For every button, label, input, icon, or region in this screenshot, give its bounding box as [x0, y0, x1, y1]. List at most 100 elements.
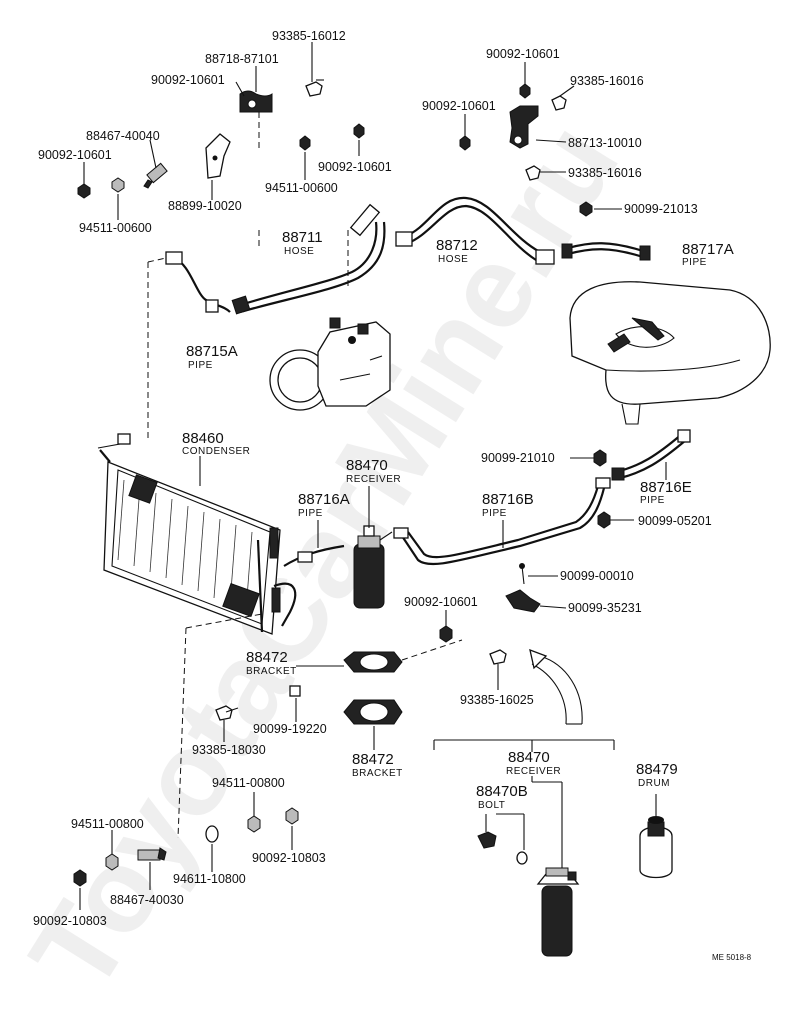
pipe-88716e — [611, 429, 691, 481]
label-88472-a: 88472 — [246, 649, 288, 666]
condenser-88460 — [97, 433, 281, 635]
label-93385-16016-a: 93385-16016 — [570, 74, 644, 88]
label-88717a: 88717A — [682, 241, 734, 258]
label-88470-bottom-sub: RECEIVER — [506, 766, 561, 777]
label-88717a-sub: PIPE — [682, 257, 707, 268]
nut-90092-10601-bracket — [439, 625, 453, 643]
clamp-90099-35231 — [505, 589, 541, 613]
bolt-93385-16016-lower — [525, 165, 541, 181]
label-88470b-sub: BOLT — [478, 800, 505, 811]
bolt-93385-16025 — [489, 649, 507, 665]
nut-94511-00600-left — [111, 177, 125, 193]
label-90099-21013: 90099-21013 — [624, 202, 698, 216]
label-88479: 88479 — [636, 761, 678, 778]
compressor — [269, 317, 391, 411]
label-90092-10803-b: 90092-10803 — [33, 914, 107, 928]
pipe-88716a — [273, 544, 345, 627]
label-94511-00800-b: 94511-00800 — [71, 817, 144, 831]
bolt-93385-16012 — [305, 79, 324, 97]
hose-88712 — [395, 196, 555, 265]
receiver-88470-kit — [536, 867, 580, 957]
label-90092-10803-a: 90092-10803 — [252, 851, 326, 865]
label-93385-18030: 93385-18030 — [192, 743, 266, 757]
label-88460: 88460 — [182, 430, 224, 447]
label-90092-10601-d: 90092-10601 — [486, 47, 560, 61]
label-88711: 88711 — [282, 229, 323, 246]
label-90092-10601-a: 90092-10601 — [151, 73, 225, 87]
clamp-88718-87101 — [239, 90, 273, 113]
label-94511-00600-b: 94511-00600 — [79, 221, 152, 235]
label-88712-sub: HOSE — [438, 254, 468, 265]
label-88718-87101: 88718-87101 — [205, 52, 279, 66]
label-88470-bottom: 88470 — [508, 749, 550, 766]
label-90092-10601-b: 90092-10601 — [38, 148, 112, 162]
label-88460-sub: CONDENSER — [182, 446, 250, 457]
hose-88711 — [231, 203, 386, 315]
cap-90099-19220 — [289, 685, 301, 697]
switch-88467-40040 — [143, 162, 168, 189]
label-90099-05201: 90099-05201 — [638, 514, 712, 528]
label-88716a-sub: PIPE — [298, 508, 323, 519]
bracket-88472-upper — [343, 651, 403, 673]
nut-90092-10601-top-right — [519, 83, 531, 99]
label-88711-sub: HOSE — [284, 246, 314, 257]
pipe-88717a — [561, 242, 651, 261]
label-94611-10800: 94611-10800 — [173, 872, 246, 886]
label-88472-b-sub: BRACKET — [352, 768, 403, 779]
bracket-88472-lower — [343, 699, 403, 725]
label-88716a: 88716A — [298, 491, 350, 508]
label-90099-35231: 90099-35231 — [568, 601, 642, 615]
nut-90092-10803-left — [73, 869, 87, 887]
nut-90099-05201 — [597, 511, 611, 529]
pipe-88716b — [393, 477, 611, 566]
nut-90099-21010 — [593, 449, 607, 467]
label-90092-10601-f: 90092-10601 — [404, 595, 478, 609]
label-90099-00010: 90099-00010 — [560, 569, 634, 583]
label-88472-a-sub: BRACKET — [246, 666, 297, 677]
label-90099-19220: 90099-19220 — [253, 722, 327, 736]
label-90092-10601-c: 90092-10601 — [318, 160, 392, 174]
bolt-93385-18030 — [215, 705, 233, 721]
bracket-line-kit — [433, 739, 615, 872]
clip-90099-00010 — [519, 563, 525, 585]
o-ring — [516, 851, 528, 865]
nut-90092-10601-left — [77, 183, 91, 199]
label-88470-top-sub: RECEIVER — [346, 474, 401, 485]
washer-94511-00800-right — [247, 815, 261, 833]
label-88716b-sub: PIPE — [482, 508, 507, 519]
label-90099-21010: 90099-21010 — [481, 451, 555, 465]
label-88716e: 88716E — [640, 479, 692, 496]
arrow-up — [529, 648, 583, 725]
nut-90092-10601-mid — [353, 123, 365, 139]
label-88467-40030: 88467-40030 — [110, 893, 184, 907]
label-88472-b: 88472 — [352, 751, 394, 768]
drum-88479 — [639, 816, 673, 879]
label-88470-top: 88470 — [346, 457, 388, 474]
label-88712: 88712 — [436, 237, 478, 254]
clamp-88713-10010 — [509, 105, 539, 149]
label-88713-10010: 88713-10010 — [568, 136, 642, 150]
label-88899-10020: 88899-10020 — [168, 199, 242, 213]
label-88715a: 88715A — [186, 343, 238, 360]
washer-94511-00800-left — [105, 853, 119, 871]
bolt-88470b — [477, 831, 497, 849]
label-94511-00800-a: 94511-00800 — [212, 776, 285, 790]
washer-94611-10800 — [205, 825, 219, 843]
label-90092-10601-e: 90092-10601 — [422, 99, 496, 113]
receiver-88470-mounted — [353, 525, 393, 609]
reservoir-tank — [569, 281, 771, 425]
nut-94511-00600-mid — [299, 135, 311, 151]
switch-88467-40030 — [137, 847, 167, 861]
footer-code: ME 5018-8 — [712, 953, 752, 962]
label-93385-16012: 93385-16012 — [272, 29, 346, 43]
bolt-93385-16016-upper — [551, 95, 567, 111]
label-88716b: 88716B — [482, 491, 534, 508]
label-88716e-sub: PIPE — [640, 495, 665, 506]
nut-90099-21013 — [579, 201, 593, 217]
bracket-88899-10020 — [205, 133, 231, 179]
label-88715a-sub: PIPE — [188, 360, 213, 371]
label-94511-00600-a: 94511-00600 — [265, 181, 338, 195]
nut-90092-10803-right — [285, 807, 299, 825]
label-88467-40040: 88467-40040 — [86, 129, 160, 143]
